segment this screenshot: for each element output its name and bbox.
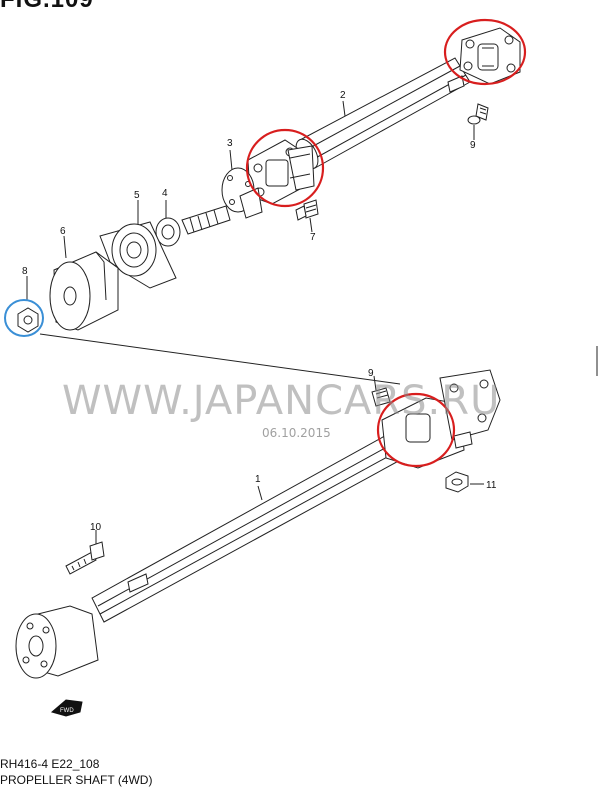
callout-10: 10	[90, 522, 102, 533]
watermark-date: 06.10.2015	[262, 426, 331, 440]
nut-8	[17, 276, 39, 333]
nut-11	[445, 471, 484, 493]
rubber-damper-6	[49, 235, 119, 331]
washer-4	[155, 200, 181, 247]
bolt-9-upper	[467, 103, 489, 140]
callout-5: 5	[134, 190, 140, 201]
bolt-10	[65, 530, 105, 575]
bolt-7	[295, 199, 319, 233]
fwd-arrow-icon: FWD	[50, 699, 83, 717]
callout-9-lower: 9	[368, 368, 374, 379]
bolt-9-lower	[371, 375, 391, 407]
highlight-circle-nut	[4, 299, 44, 337]
callout-9-upper: 9	[470, 140, 476, 151]
highlight-circle-lower-joint	[376, 392, 456, 468]
front-propeller-shaft	[91, 431, 405, 623]
highlight-circle-center-joint	[245, 128, 325, 208]
watermark-text: WWW.JAPANCARS.RU	[62, 378, 501, 424]
callout-11: 11	[486, 480, 497, 491]
highlight-circle-rear-yoke	[443, 18, 527, 86]
fwd-label: FWD	[60, 708, 74, 714]
companion-flange-3	[221, 149, 263, 219]
front-cv-joint	[15, 605, 99, 679]
splined-stub-shaft	[181, 205, 231, 235]
center-universal-joint	[247, 139, 315, 205]
callout-1: 1	[255, 474, 261, 485]
assembly-separator-line	[39, 333, 401, 385]
rear-propeller-shaft	[295, 57, 471, 170]
callout-8: 8	[22, 266, 28, 277]
callout-2: 2	[340, 90, 346, 101]
diagram-code: RH416-4 E22_108	[0, 757, 100, 771]
callout-4: 4	[162, 188, 168, 199]
lower-flange-yoke	[381, 369, 501, 469]
callout-6: 6	[60, 226, 66, 237]
rear-flange-yoke	[447, 27, 521, 93]
callout-7: 7	[310, 232, 316, 243]
diagram-title: PROPELLER SHAFT (4WD)	[0, 773, 153, 787]
callout-3: 3	[227, 138, 233, 149]
figure-header: FIG.109	[0, 0, 94, 14]
